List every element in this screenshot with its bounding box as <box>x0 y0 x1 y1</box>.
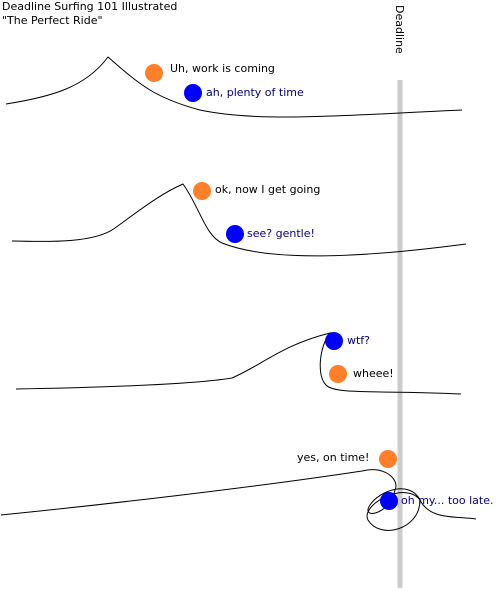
orange-surfer-dot-4 <box>379 450 397 468</box>
orange-label-4: yes, on time! <box>297 451 369 464</box>
deadline-label: Deadline <box>393 5 406 54</box>
panel-1: Uh, work is coming ah, plenty of time <box>5 56 463 118</box>
panel-3: wtf? wheee! <box>15 332 462 395</box>
orange-surfer-dot-3 <box>329 365 347 383</box>
blue-label-3: wtf? <box>347 334 370 347</box>
blue-label-1: ah, plenty of time <box>206 86 304 99</box>
blue-surfer-dot-3 <box>325 332 343 350</box>
blue-surfer-dot-1 <box>184 84 202 102</box>
orange-label-1: Uh, work is coming <box>170 62 275 75</box>
title-line-1: Deadline Surfing 101 Illustrated <box>2 0 178 13</box>
blue-label-4: oh my... too late. <box>401 494 494 507</box>
panel-4: yes, on time! oh my... too late. <box>0 450 494 531</box>
panel-2: ok, now I get going see? gentle! <box>11 182 467 257</box>
blue-surfer-dot-2 <box>226 225 244 243</box>
blue-label-2: see? gentle! <box>247 227 315 240</box>
orange-surfer-dot-1 <box>145 64 163 82</box>
blue-surfer-dot-4 <box>380 492 398 510</box>
orange-surfer-dot-2 <box>193 182 211 200</box>
orange-label-3: wheee! <box>353 367 394 380</box>
orange-label-2: ok, now I get going <box>215 183 320 196</box>
wave-2 <box>11 183 467 257</box>
title-line-2: "The Perfect Ride" <box>2 14 103 27</box>
wave-3 <box>15 332 462 395</box>
wave-1 <box>5 56 463 118</box>
wave-4 <box>0 469 477 531</box>
